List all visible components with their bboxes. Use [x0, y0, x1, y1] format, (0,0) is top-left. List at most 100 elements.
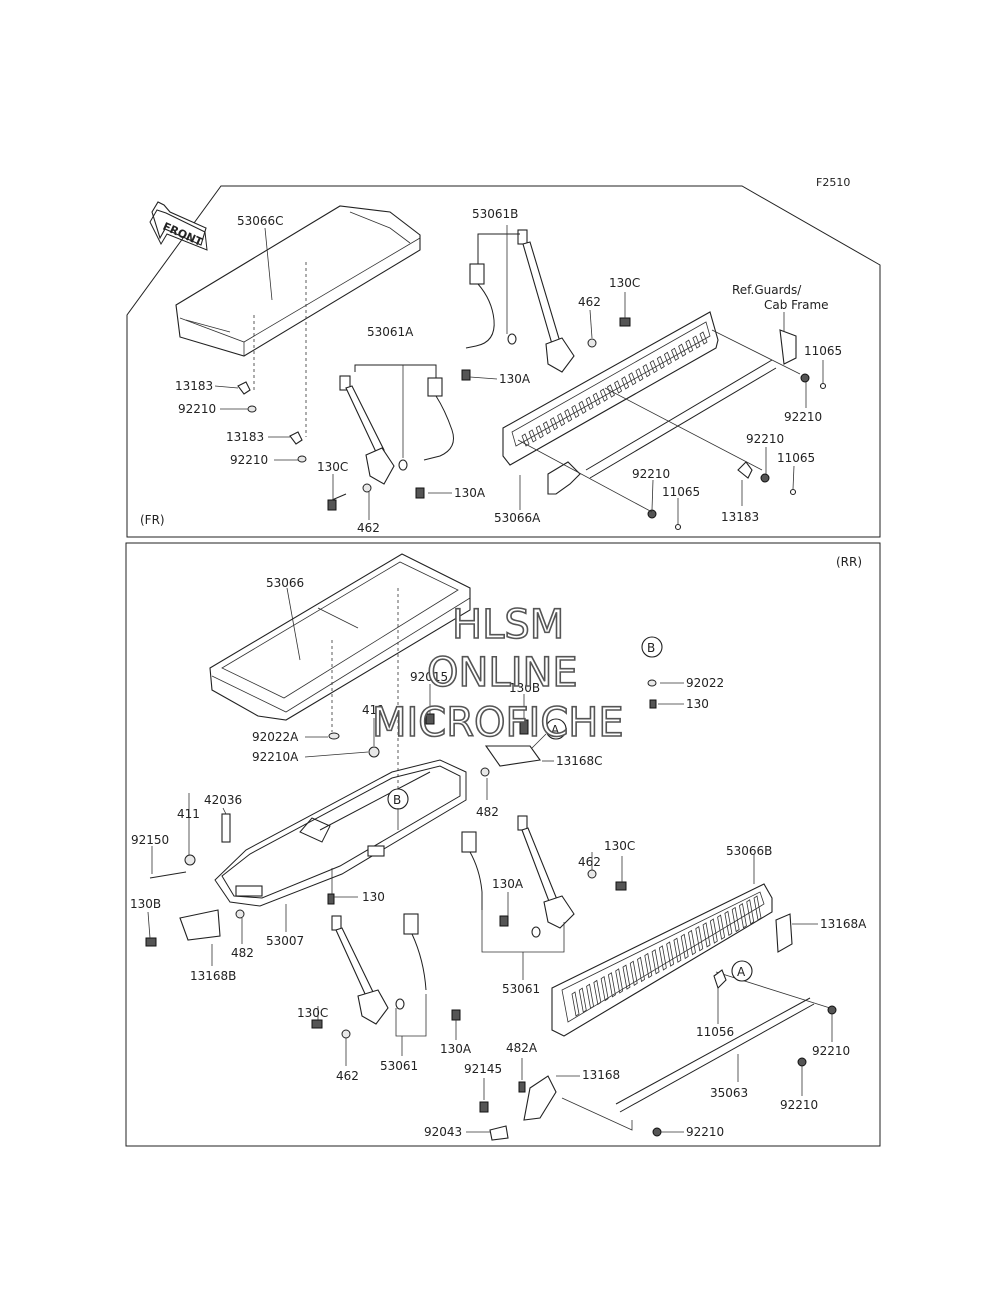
label-53066A: 53066A — [494, 511, 541, 525]
grille-slat — [663, 351, 672, 366]
callout-b-detail: B — [647, 641, 655, 655]
grille-slat — [685, 339, 694, 353]
label-13168C: 13168C — [556, 754, 603, 768]
grille-slat — [606, 384, 615, 398]
label-11065-c: 11065 — [662, 485, 700, 499]
grille-slat — [629, 960, 638, 986]
grille-slat — [578, 400, 587, 414]
front-leader-lines — [214, 227, 824, 524]
watermark: HLSM ONLINE MICROFICHE — [371, 601, 624, 747]
grille-slat — [642, 364, 651, 378]
rear-seat-belt-right — [461, 815, 575, 938]
label-53061A: 53061A — [367, 325, 414, 339]
label-35063: 35063 — [710, 1086, 748, 1100]
label-92022A: 92022A — [252, 730, 299, 744]
label-462-left: 462 — [336, 1069, 359, 1083]
label-130-detail: 130 — [686, 697, 709, 711]
grille-slat — [656, 355, 665, 370]
grille-slat — [673, 937, 682, 963]
label-92210-d: 92210 — [746, 432, 784, 446]
grille-slat — [709, 918, 718, 944]
label-11065-a: 11065 — [804, 344, 842, 358]
rear-seat-belt-left — [331, 913, 427, 1025]
grille-slat — [680, 933, 689, 960]
grille-slat — [731, 906, 740, 933]
label-130-frame: 130 — [362, 890, 385, 904]
label-462-upper: 462 — [578, 295, 601, 309]
label-53066C: 53066C — [237, 214, 284, 228]
label-13183-a: 13183 — [175, 379, 213, 393]
label-53066: 53066 — [266, 576, 304, 590]
front-hardware — [237, 317, 827, 531]
label-482-upper: 482 — [476, 805, 499, 819]
grille-slat — [557, 412, 566, 427]
label-92210-lower: 92210 — [780, 1098, 818, 1112]
ref-note-line-2: Cab Frame — [764, 298, 829, 312]
label-130A-right: 130A — [492, 877, 524, 891]
label-13168A: 13168A — [820, 917, 867, 931]
grille-slat — [600, 975, 609, 1002]
grille-slat — [688, 929, 696, 956]
grille-slat — [678, 343, 687, 357]
label-13168: 13168 — [582, 1068, 620, 1082]
rear-panel: (RR) — [125, 542, 881, 1147]
grille-slat — [746, 899, 755, 925]
grille-slat — [535, 425, 544, 439]
label-92022: 92022 — [686, 676, 724, 690]
label-92210-b: 92210 — [230, 453, 268, 467]
label-92210-right: 92210 — [812, 1044, 850, 1058]
front-part-labels: 53066C 53061B 53061A 462 130C 130A 13183… — [175, 207, 842, 535]
grille-slat — [622, 964, 631, 990]
grille-slat — [644, 952, 653, 979]
front-seat-belt-b — [465, 225, 575, 373]
grille-slat — [528, 429, 537, 443]
watermark-line-3: MICROFICHE — [372, 700, 624, 746]
label-130C-lower: 130C — [317, 460, 348, 474]
label-462-right: 462 — [578, 855, 601, 869]
grille-slat — [592, 392, 601, 406]
grille-slat — [615, 968, 624, 994]
front-panel-border — [126, 185, 881, 538]
grille-slat — [649, 359, 658, 374]
front-panel-tag: (FR) — [140, 513, 165, 527]
rear-seat-frame — [214, 759, 467, 907]
label-53007: 53007 — [266, 934, 304, 948]
grille-slat — [637, 956, 645, 983]
callout-a-lower: A — [737, 965, 746, 979]
grille-slat — [724, 910, 733, 937]
grille-slat — [607, 972, 616, 998]
grille-slat — [571, 991, 580, 1017]
label-42036: 42036 — [204, 793, 242, 807]
label-92210-a: 92210 — [178, 402, 216, 416]
label-53061B: 53061B — [472, 207, 518, 221]
front-direction-arrow: FRONT — [149, 201, 208, 251]
label-92210-bottom: 92210 — [686, 1125, 724, 1139]
label-53061-left: 53061 — [380, 1059, 418, 1073]
label-130B-upper: 130B — [509, 681, 540, 695]
grille-slat — [571, 404, 580, 419]
watermark-line-2: ONLINE — [427, 650, 578, 696]
rear-seat-tray — [209, 553, 471, 790]
grille-slat — [614, 380, 623, 394]
grille-slat — [658, 945, 667, 971]
rear-leader-lines — [147, 587, 833, 1133]
label-92015: 92015 — [410, 670, 448, 684]
label-482A: 482A — [506, 1041, 538, 1055]
grille-slat — [621, 376, 630, 390]
front-seat-belt-a — [339, 364, 454, 485]
label-53066B: 53066B — [726, 844, 772, 858]
grille-slat — [671, 347, 680, 361]
grille-slat — [717, 914, 726, 940]
label-11056: 11056 — [696, 1025, 734, 1039]
grille-slat — [564, 408, 573, 423]
grille-slat — [521, 433, 530, 447]
label-130A-lower: 130A — [454, 486, 486, 500]
label-53061-right: 53061 — [502, 982, 540, 996]
grille-slat — [692, 335, 701, 349]
label-130A-upper: 130A — [499, 372, 531, 386]
label-11065-b: 11065 — [777, 451, 815, 465]
rear-grille-slats — [571, 895, 762, 1017]
callout-b-frame: B — [393, 793, 401, 807]
label-411-lower: 411 — [177, 807, 200, 821]
